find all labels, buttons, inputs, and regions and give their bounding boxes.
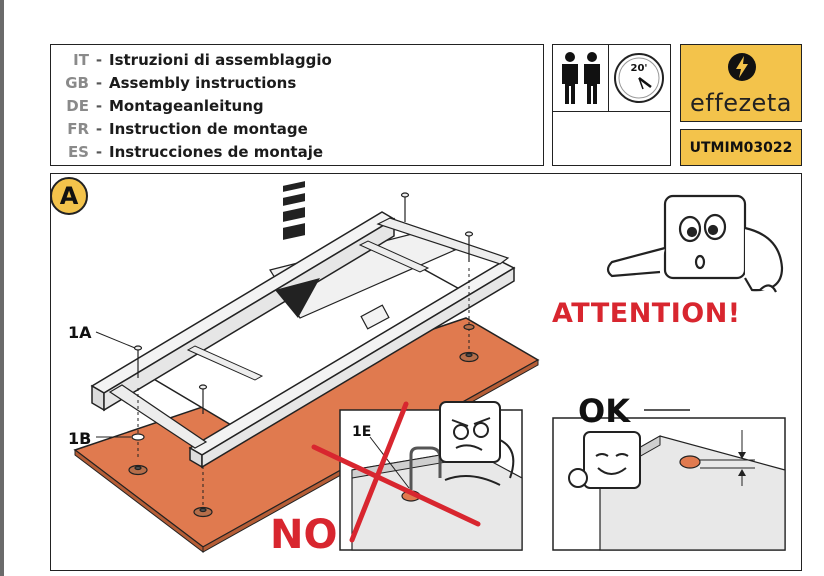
language-row-it: IT - Istruzioni di assemblaggio bbox=[51, 49, 332, 71]
step-badge: A bbox=[50, 177, 88, 215]
wrong-cross-icon bbox=[311, 401, 481, 543]
time-label: 20' bbox=[631, 63, 648, 74]
language-code: DE bbox=[66, 97, 89, 115]
instruction-panel bbox=[50, 173, 802, 571]
people-time-box: 20' bbox=[552, 44, 671, 166]
language-title: Instrucciones de montaje bbox=[109, 143, 324, 161]
divider bbox=[608, 45, 609, 111]
divider bbox=[553, 111, 670, 112]
angry-cube-face bbox=[439, 401, 515, 486]
feet-washers bbox=[128, 323, 479, 518]
language-row-fr: FR - Instruction de montage bbox=[51, 118, 308, 140]
separator: - bbox=[95, 97, 103, 115]
attention-mascot bbox=[606, 194, 784, 293]
language-title: Montageanleitung bbox=[109, 97, 264, 115]
clock-icon: 20' bbox=[614, 53, 664, 103]
brand-box: effezeta bbox=[680, 44, 802, 122]
lightning-logo-icon bbox=[728, 53, 756, 81]
ok-label: OK bbox=[578, 392, 630, 430]
language-title: Assembly instructions bbox=[109, 74, 297, 92]
part-1a-label: 1A bbox=[68, 323, 92, 342]
screws bbox=[133, 192, 474, 414]
language-row-es: ES - Instrucciones de montaje bbox=[51, 141, 323, 163]
brand-name: effezeta bbox=[690, 89, 792, 117]
language-row-gb: GB - Assembly instructions bbox=[51, 72, 296, 94]
language-row-de: DE - Montageanleitung bbox=[51, 95, 264, 117]
attention-label: ATTENTION! bbox=[552, 298, 741, 329]
happy-cube-face bbox=[568, 431, 641, 489]
separator: - bbox=[95, 51, 103, 69]
separator: - bbox=[95, 120, 103, 138]
page-edge-strip bbox=[0, 0, 4, 576]
product-code: UTMIM03022 bbox=[680, 129, 802, 166]
part-1b-label: 1B bbox=[68, 429, 92, 448]
language-title-box: IT - Istruzioni di assemblaggio GB - Ass… bbox=[50, 44, 544, 166]
language-code: ES bbox=[67, 143, 89, 161]
two-people-icon bbox=[562, 52, 600, 104]
language-title: Istruzioni di assemblaggio bbox=[109, 51, 332, 69]
no-label: NO bbox=[270, 512, 338, 558]
part-1e-label: 1E bbox=[352, 424, 372, 440]
separator: - bbox=[95, 143, 103, 161]
language-code: FR bbox=[67, 120, 89, 138]
language-code: GB bbox=[65, 74, 89, 92]
language-title: Instruction de montage bbox=[109, 120, 308, 138]
language-code: IT bbox=[73, 51, 89, 69]
separator: - bbox=[95, 74, 103, 92]
down-arrow-icon bbox=[275, 181, 320, 318]
